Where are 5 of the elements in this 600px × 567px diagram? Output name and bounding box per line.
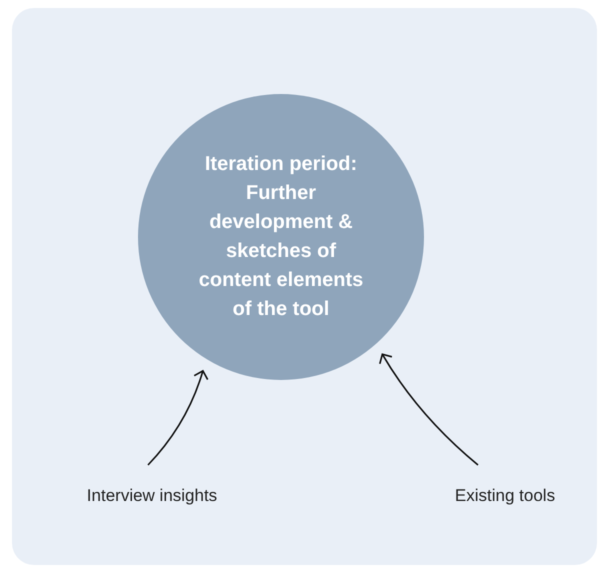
arrow <box>147 370 208 466</box>
input-label: Existing tools <box>420 482 590 510</box>
input-label: Interview insights <box>62 482 242 510</box>
circle-label: Iteration period: Further development & sketches of content elements of the tool <box>198 152 364 322</box>
arrow <box>379 353 479 466</box>
